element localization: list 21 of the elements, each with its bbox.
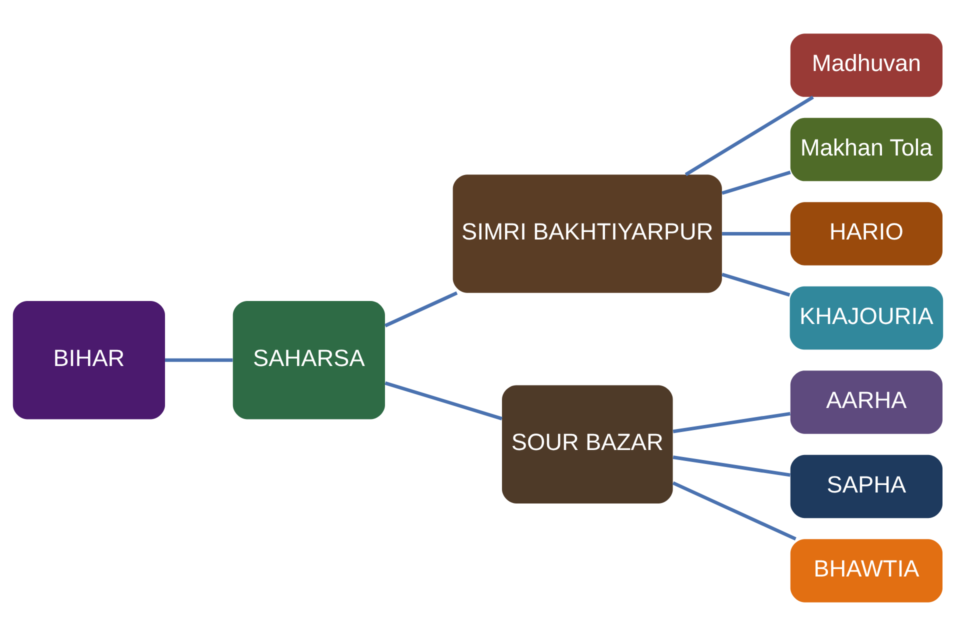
node-box: KHAJOURIA [790,286,944,350]
node-box: Madhuvan [790,33,942,96]
node-box: AARHA [790,370,942,434]
connector [672,455,790,476]
node-box: Makhan Tola [790,117,942,181]
connector [672,480,796,540]
connector [384,290,458,327]
connector [384,380,502,420]
node-box: BIHAR [12,300,166,419]
connector [722,272,790,296]
connector [722,232,790,235]
node-box: HARIO [790,202,942,265]
connector [672,411,790,433]
node-box: SAHARSA [232,300,385,419]
connector [722,170,791,194]
connector [684,95,814,176]
node-box: SIMRI BAKHTIYARPUR [452,174,722,292]
connector [165,358,233,362]
node-box: BHAWTIA [790,538,942,602]
node-box: SAPHA [790,454,942,518]
node-box: SOUR BAZAR [502,384,673,503]
